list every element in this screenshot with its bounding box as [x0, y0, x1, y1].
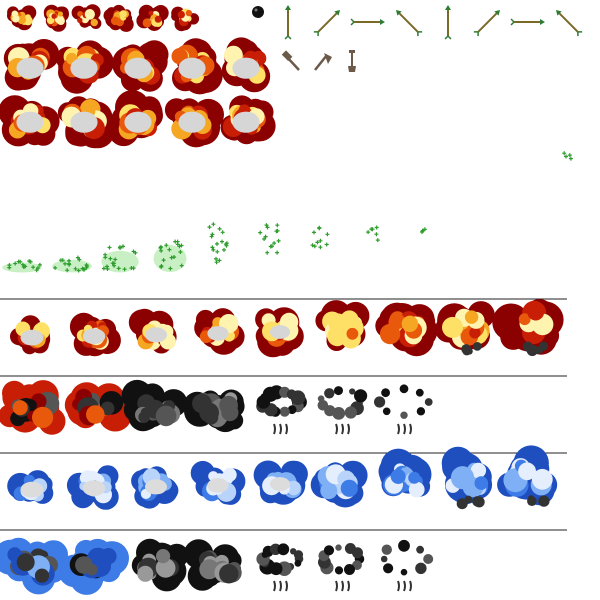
sparkle-sprite: [562, 151, 573, 161]
bomb-icon: [252, 6, 264, 18]
smoke-frame: [374, 384, 433, 435]
sparkle-sprite: [366, 225, 380, 243]
explosion-frame: [255, 307, 304, 358]
large-flame-sprite: [108, 90, 164, 147]
large-flame-sprite: [221, 37, 271, 93]
sparkle-sprite: [420, 227, 427, 234]
explosion-frame: [69, 312, 121, 357]
arrow-icon: [313, 9, 341, 37]
arrow-icon: [444, 5, 452, 40]
small-flame-sprite: [171, 6, 200, 32]
smoke-frame: [58, 538, 129, 595]
arrow-icon: [473, 9, 501, 37]
smoke-frame: [183, 539, 242, 591]
smoke-frame: [131, 538, 189, 592]
fire-explosion-row: [10, 299, 564, 358]
explosion-frame: [131, 466, 179, 509]
smoke-frame: [256, 543, 304, 592]
large-flame-sprite: [171, 38, 223, 95]
small-flame-sprite: [103, 4, 134, 32]
smoke-frame: [317, 386, 368, 435]
sparkle-sprite: [207, 222, 229, 265]
explosion-frame: [7, 470, 54, 504]
sparkle-sprite: [52, 255, 92, 273]
explosion-frame: [128, 308, 177, 354]
blue-smoke-row: [0, 537, 434, 595]
bomb-sprite: [252, 6, 264, 18]
large-flame-sprite: [0, 95, 60, 147]
large-flame-sprite: [220, 95, 276, 145]
arrow-icon: [395, 9, 423, 37]
large-flame-sprites: [0, 37, 276, 149]
explosion-frame: [194, 308, 245, 355]
smoke-frame: [64, 382, 132, 432]
explosion-frame: [441, 446, 493, 505]
sparkle-sprite: [2, 259, 42, 273]
large-flame-sprite: [164, 98, 224, 148]
explosion-frame: [66, 465, 119, 510]
arrow-sprites-row: [284, 5, 583, 40]
small-flame-sprite: [136, 4, 169, 31]
smoke-frame: [380, 539, 434, 592]
explosion-frame: [253, 460, 308, 505]
explosion-frame: [315, 300, 370, 351]
small-flame-sprite: [7, 5, 37, 31]
small-flames-row: [7, 4, 200, 32]
large-flame-sprite: [3, 39, 60, 91]
green-sparkle-sprites: [2, 151, 573, 273]
explosion-frame: [435, 301, 495, 351]
sparkle-sprite: [153, 239, 187, 272]
explosion-frame: [375, 302, 438, 357]
small-flame-sprite: [43, 4, 69, 32]
smoke-frame: [256, 385, 307, 435]
explosion-frame: [378, 448, 432, 498]
explosion-frame: [492, 299, 564, 355]
hammer-icon: [281, 50, 300, 71]
axe-icon: [314, 53, 332, 71]
tool-sprites-row: [281, 50, 356, 72]
explosion-frame: [190, 460, 246, 505]
sparkle-sprite: [310, 225, 330, 250]
small-flame-sprite: [71, 4, 102, 29]
arrow-icon: [510, 18, 545, 26]
large-flame-sprite: [112, 40, 169, 92]
explosion-frame: [10, 315, 51, 355]
arrow-icon: [284, 5, 292, 40]
sparkle-sprite: [101, 244, 139, 273]
explosion-frame: [497, 445, 558, 506]
shovel-icon: [348, 50, 356, 72]
arrow-icon: [555, 9, 583, 37]
large-flame-sprite: [55, 40, 114, 94]
large-flame-sprite: [57, 96, 115, 149]
blue-explosion-row: [7, 445, 558, 510]
smoke-frame: [0, 537, 68, 595]
smoke-frame: [183, 389, 245, 433]
row-dividers: [0, 298, 567, 531]
smoke-frame: [0, 380, 66, 435]
smoke-frame: [318, 543, 365, 592]
explosion-frame: [310, 460, 368, 508]
arrow-icon: [350, 18, 385, 26]
fire-smoke-row: [0, 379, 433, 435]
sparkle-sprite: [258, 223, 281, 255]
smoke-frame: [121, 379, 188, 432]
